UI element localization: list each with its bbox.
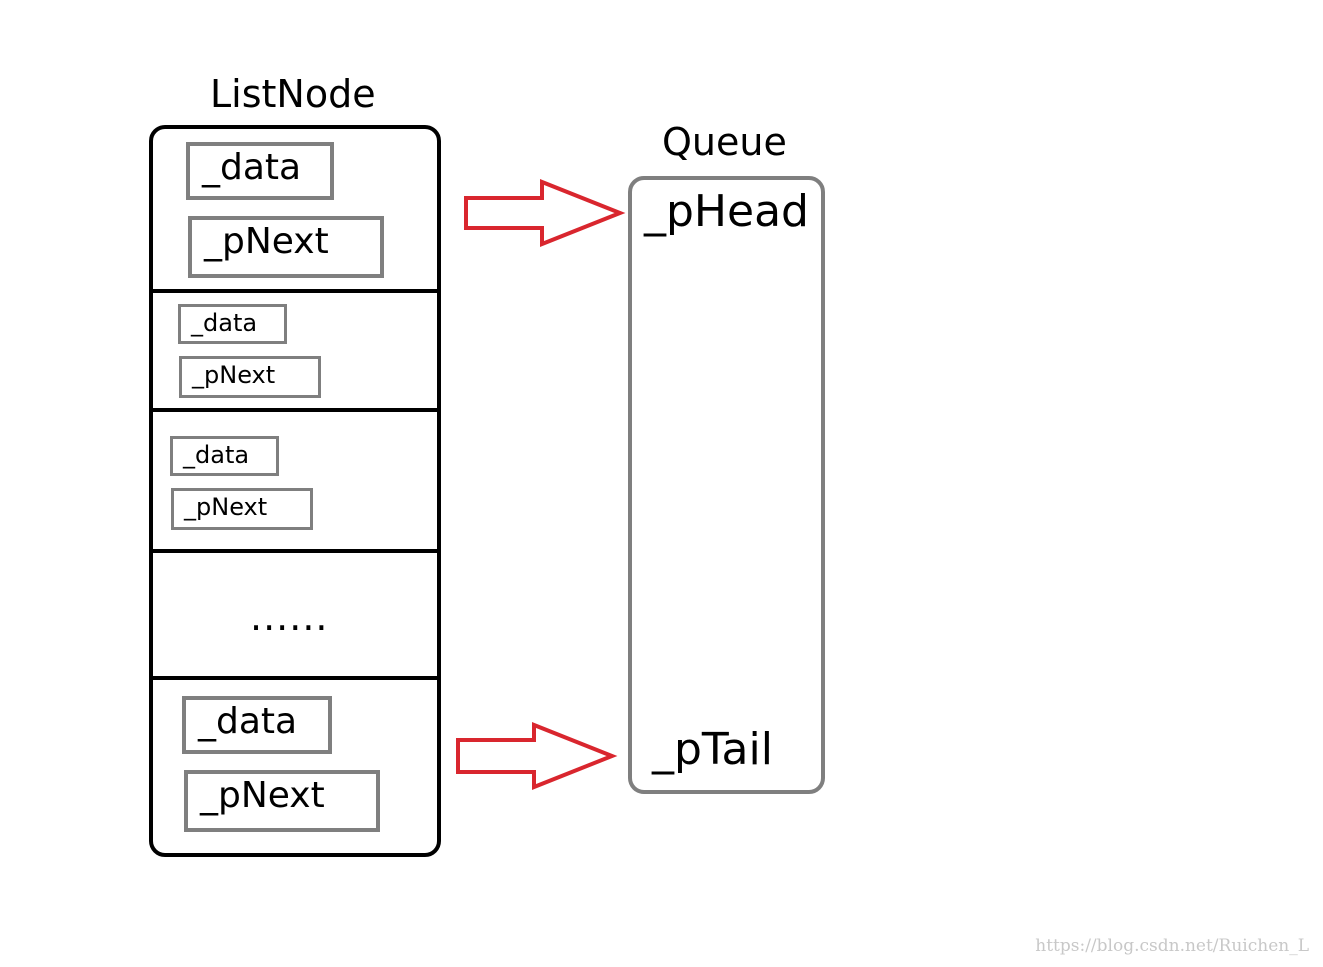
last-node-data-field: _data <box>182 696 332 754</box>
node-divider <box>153 676 437 680</box>
node-1-next-field: _pNext <box>188 216 384 278</box>
tail-pointer-arrow <box>456 722 618 790</box>
node-divider <box>153 289 437 293</box>
head-arrow-shape <box>464 179 626 247</box>
queue-tail-label: _pTail <box>652 724 773 775</box>
node-2-next-field: _pNext <box>179 356 321 398</box>
ellipsis-node: ...... <box>250 595 329 639</box>
node-3-data-field: _data <box>170 436 279 476</box>
queue-head-label: _pHead <box>644 186 809 237</box>
node-divider <box>153 408 437 412</box>
listnode-title: ListNode <box>210 72 376 116</box>
watermark-text: https://blog.csdn.net/Ruichen_L <box>1035 936 1309 956</box>
node-2-data-field: _data <box>178 304 287 344</box>
node-3-next-field: _pNext <box>171 488 313 530</box>
node-divider <box>153 549 437 553</box>
tail-arrow-shape <box>456 722 618 790</box>
head-pointer-arrow <box>464 179 626 247</box>
node-1-data-field: _data <box>186 142 334 200</box>
last-node-next-field: _pNext <box>184 770 380 832</box>
listnode-container: _data _pNext _data _pNext _data _pNext .… <box>149 125 441 857</box>
queue-container: _pHead _pTail <box>628 176 825 794</box>
queue-title: Queue <box>662 120 787 164</box>
